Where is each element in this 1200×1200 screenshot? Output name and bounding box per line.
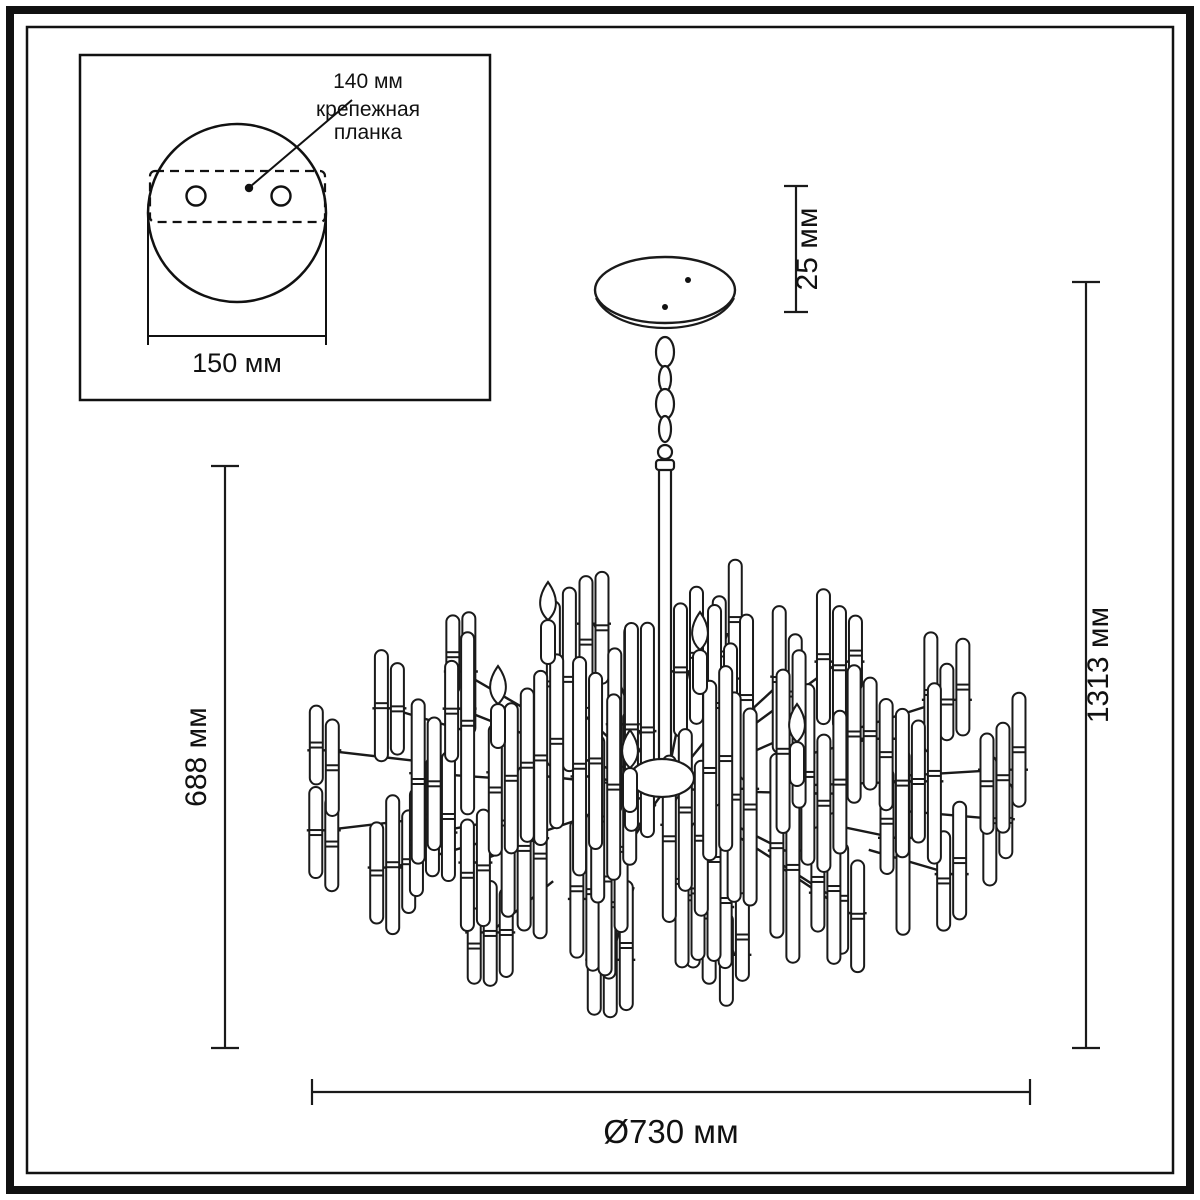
mount-hole-right: [270, 185, 292, 207]
bulb-flame: [489, 664, 507, 706]
candle-socket: [490, 703, 506, 749]
mount-hole-left: [185, 185, 207, 207]
center-hub: [628, 757, 696, 799]
candle-socket: [789, 741, 805, 787]
plate-width-label: 150 мм: [192, 348, 282, 378]
inset-border: [78, 53, 492, 402]
bulb-flame: [691, 610, 709, 652]
dim-diameter: [310, 1079, 1032, 1105]
leader-line: [250, 99, 353, 187]
inner-frame: [25, 25, 1175, 1175]
canopy-screw-2: [662, 304, 668, 310]
dim-canopy-label: 25 мм: [791, 208, 824, 291]
inset-panel: 140 мм крепежная планка 150 мм: [78, 53, 492, 402]
chain: [654, 335, 676, 472]
mount-plate-dashed: [148, 169, 327, 224]
crystal-tubes: [308, 558, 1027, 1019]
stem-rod: [657, 470, 673, 778]
outer-frame: [6, 6, 1194, 1194]
bulb-flame: [788, 702, 806, 744]
hole-spacing-label: 140 мм: [333, 70, 403, 93]
suspension-assembly: [593, 255, 737, 778]
canopy-dish: [595, 297, 735, 330]
candle-socket: [540, 619, 556, 665]
candle-socket: [622, 767, 638, 813]
canopy-screw-1: [685, 277, 691, 283]
plate-label-line1: крепежная: [316, 98, 420, 121]
dim-total-height: [1072, 280, 1100, 1050]
dim-total-height-label: 1313 мм: [1082, 607, 1115, 723]
candle-socket: [692, 649, 708, 695]
plate-label-line2: планка: [334, 121, 403, 144]
dim-diameter-label: Ø730 мм: [603, 1113, 738, 1150]
dim-body-height-label: 688 мм: [180, 707, 213, 807]
bulb-flame: [621, 728, 639, 770]
dim-canopy: [784, 184, 808, 314]
dim-body-height: [211, 464, 239, 1050]
canopy-top-view: [146, 122, 328, 304]
chandelier-body: [306, 558, 1028, 1019]
ceiling-canopy: [593, 255, 737, 325]
bulb-flame: [539, 580, 557, 622]
inset-dim-150: [147, 218, 327, 345]
